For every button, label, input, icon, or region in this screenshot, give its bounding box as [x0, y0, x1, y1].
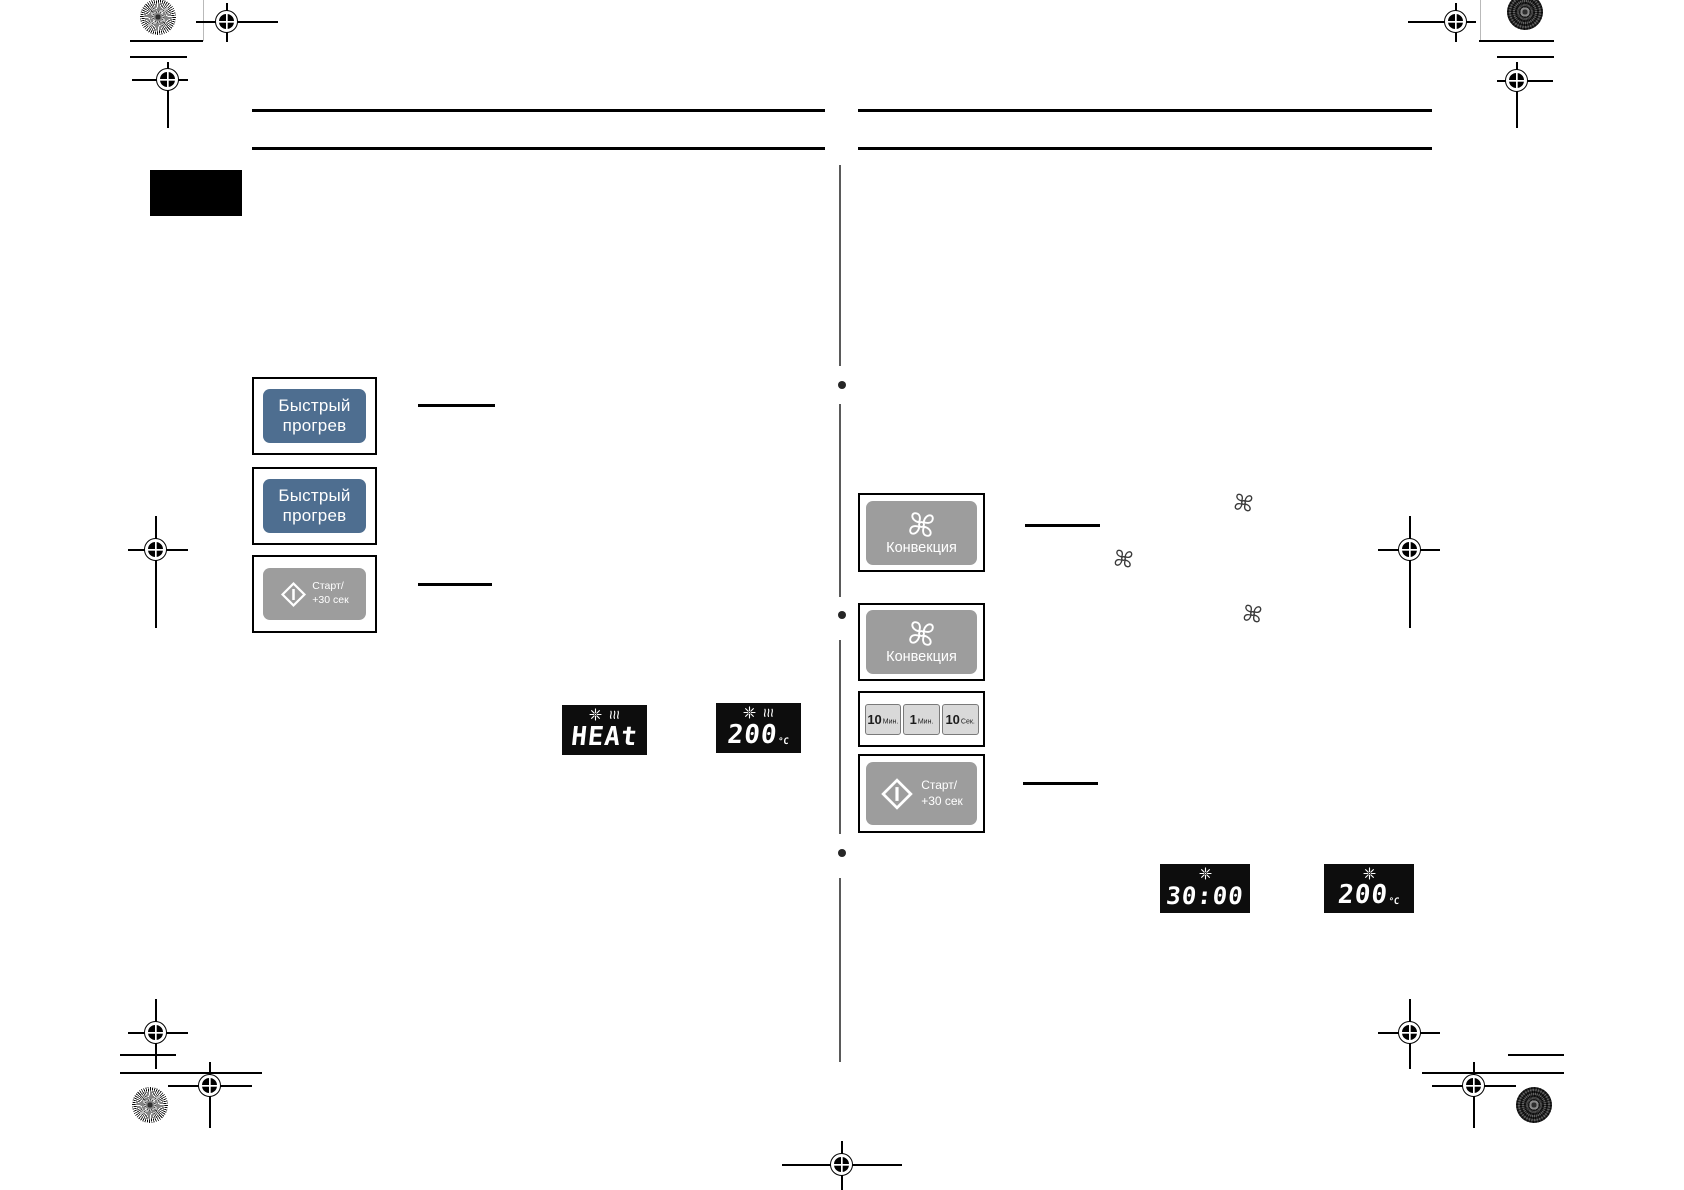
step-bullet — [838, 381, 846, 389]
quick-preheat-button: Быстрый прогрев — [263, 389, 366, 443]
step-connector-line — [839, 404, 841, 597]
fill-in-line — [1023, 782, 1098, 785]
fill-in-line — [418, 583, 492, 586]
registration-target-icon — [144, 538, 167, 561]
display-status-icons — [562, 708, 647, 721]
preheat-star-icon — [589, 708, 602, 721]
convection-symbol-inline-3 — [1242, 603, 1263, 624]
left-column-header-rule-bottom — [252, 147, 825, 150]
quick-preheat-step-box-1: Быстрый прогрев — [252, 377, 377, 455]
button-label: Старт/ +30 сек — [921, 777, 963, 808]
button-label: Быстрый — [278, 395, 351, 415]
right-column-header-rule-top — [858, 109, 1432, 112]
start-step-box: Старт/ +30 сек — [252, 555, 377, 633]
registration-cross-arm — [167, 62, 169, 128]
temperature-unit: °C — [1387, 897, 1400, 907]
crop-mark — [1497, 56, 1554, 58]
registration-sunburst-icon — [140, 0, 176, 35]
button-label: Конвекция — [886, 649, 957, 665]
start-step-box-right: Старт/ +30 сек — [858, 754, 985, 833]
display-time-readout: 30:00 — [1160, 864, 1250, 913]
crop-mark — [1422, 1072, 1564, 1074]
step-connector-line — [839, 165, 841, 366]
display-temperature-readout-right: 200°C — [1324, 864, 1414, 913]
registration-target-icon — [830, 1153, 853, 1176]
registration-cross-arm — [1408, 21, 1476, 23]
start-diamond-icon — [880, 777, 914, 811]
registration-target-icon — [198, 1074, 221, 1097]
registration-density-patch-icon — [1516, 1087, 1552, 1123]
registration-cross-arm — [155, 516, 157, 628]
registration-target-icon — [156, 68, 179, 91]
display-temperature-readout: 200°C — [716, 703, 801, 753]
display-text: HEAt — [569, 722, 640, 752]
crop-mark — [120, 1054, 176, 1056]
display-status-icons — [1324, 867, 1414, 880]
crop-mark — [1479, 40, 1554, 42]
convection-symbol-inline-2 — [1113, 548, 1134, 569]
convection-step-box-2: Конвекция — [858, 603, 985, 681]
display-status-icons — [1160, 867, 1250, 880]
button-label: Быстрый — [278, 485, 351, 505]
registration-sunburst-icon — [132, 1087, 168, 1123]
crop-mark — [130, 56, 187, 58]
registration-target-icon — [215, 10, 238, 33]
crop-mark — [120, 1072, 262, 1074]
step-connector-line — [839, 878, 841, 1062]
temperature-unit: °C — [777, 737, 790, 747]
step-bullet — [838, 611, 846, 619]
display-text: 30:00 — [1164, 882, 1246, 910]
page-edge-tab — [150, 170, 242, 216]
registration-target-icon — [1444, 10, 1467, 33]
registration-cross-arm — [1516, 62, 1518, 128]
button-label: Конвекция — [886, 539, 957, 556]
crop-hairline — [1480, 0, 1481, 41]
crop-hairline — [203, 0, 204, 41]
right-column-header-rule-bottom — [858, 147, 1432, 150]
start-diamond-icon — [280, 581, 307, 608]
convection-symbol-inline-1 — [1233, 492, 1254, 513]
convection-step-box-1: Конвекция — [858, 493, 985, 572]
heat-icon — [762, 706, 775, 719]
left-column-header-rule-top — [252, 109, 825, 112]
step-connector-line — [839, 640, 841, 834]
display-status-icons — [716, 706, 801, 719]
preheat-star-icon — [1199, 867, 1212, 880]
quick-preheat-button: Быстрый прогрев — [263, 479, 366, 533]
crop-mark — [130, 40, 203, 42]
registration-target-icon — [1505, 69, 1528, 92]
registration-cross-arm — [1409, 516, 1411, 628]
button-label: прогрев — [282, 416, 347, 435]
convection-button: Конвекция — [866, 500, 977, 565]
quick-preheat-step-box-2: Быстрый прогрев — [252, 467, 377, 545]
convection-button: Конвекция — [866, 610, 977, 674]
registration-density-patch-icon — [1507, 0, 1543, 30]
registration-target-icon — [1398, 538, 1421, 561]
fill-in-line — [418, 404, 495, 407]
display-text: 200°C — [726, 720, 790, 750]
fan-icon — [907, 510, 936, 539]
button-label: прогрев — [282, 506, 347, 525]
preheat-star-icon — [1363, 867, 1376, 880]
step-bullet — [838, 849, 846, 857]
heat-icon — [608, 708, 621, 721]
start-plus30-button: Старт/ +30 сек — [866, 762, 977, 825]
registration-target-icon — [1462, 1074, 1485, 1097]
display-text: 200°C — [1336, 880, 1400, 910]
crop-mark — [1508, 1054, 1564, 1056]
display-mode-readout: HEAt — [562, 705, 647, 755]
preheat-star-icon — [743, 706, 756, 719]
fill-in-line — [1025, 524, 1100, 527]
registration-target-icon — [144, 1021, 167, 1044]
registration-target-icon — [1398, 1021, 1421, 1044]
fan-icon — [907, 619, 936, 648]
start-plus30-button: Старт/ +30 сек — [263, 568, 366, 620]
button-label: Старт/ +30 сек — [312, 580, 349, 606]
